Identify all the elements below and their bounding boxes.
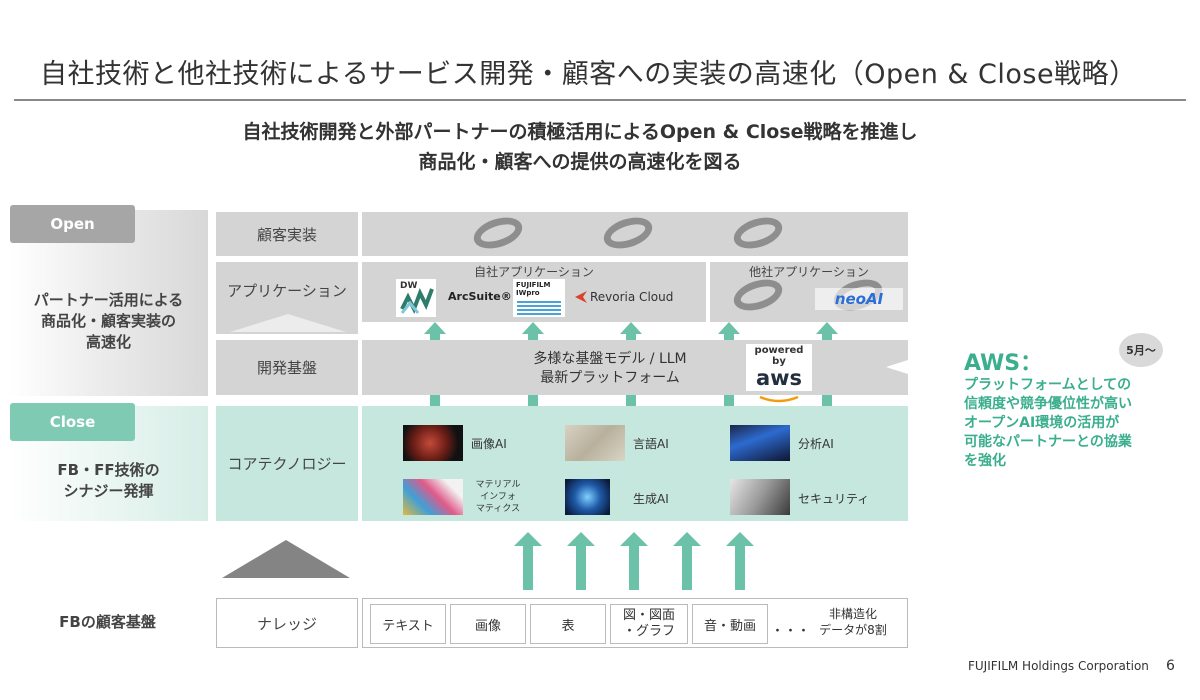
aws-logo: powered by aws bbox=[746, 344, 812, 403]
open-tag: Open bbox=[10, 205, 135, 243]
row-label-core-tech: コアテクノロジー bbox=[216, 406, 358, 521]
customer-impl-row bbox=[362, 212, 908, 256]
connector bbox=[430, 395, 440, 406]
more-dots: ・・・ bbox=[771, 624, 811, 639]
knowledge-up-triangle bbox=[222, 540, 350, 578]
arrow-shaft bbox=[682, 546, 692, 590]
subtitle-line-1: 自社技術開発と外部パートナーの積極活用によるOpen & Close戦略を推進し bbox=[242, 121, 918, 143]
dw-logo-mark bbox=[400, 288, 434, 314]
synergy-text: FB・FF技術の シナジー発揮 bbox=[57, 461, 160, 500]
arcsuite-logo: ArcSuite® bbox=[448, 290, 512, 303]
customer-base-label: FBの顧客基盤 bbox=[59, 613, 156, 631]
generative-ai-label: 生成AI bbox=[633, 492, 669, 506]
platform-line-1: 多様な基盤モデル / LLM bbox=[533, 351, 687, 367]
aws-panel-text: プラットフォームとしての 信頼度や競争優位性が高い オープンAI環境の活用が 可… bbox=[964, 377, 1132, 469]
data-type-audio-video: 音・動画 bbox=[692, 604, 768, 644]
security-thumbnail bbox=[730, 479, 790, 515]
arrow-shaft bbox=[430, 334, 440, 340]
own-apps-label: 自社アプリケーション bbox=[474, 265, 594, 279]
up-arrow-icon bbox=[424, 322, 446, 334]
page-title: 自社技術と他社技術によるサービス開発・顧客への実装の高速化（Open & Clo… bbox=[40, 59, 1137, 90]
connector bbox=[528, 395, 538, 406]
subtitle-line-2: 商品化・顧客への提供の高速化を図る bbox=[418, 151, 742, 173]
materials-thumbnail bbox=[403, 479, 463, 515]
applications-up-triangle bbox=[230, 314, 346, 332]
data-type-table: 表 bbox=[530, 604, 606, 644]
up-arrow-icon bbox=[718, 322, 740, 334]
arrow-shaft bbox=[735, 546, 745, 590]
arrow-shaft bbox=[576, 546, 586, 590]
language-ai-thumbnail bbox=[565, 425, 625, 461]
revoria-logo-text: Revoria Cloud bbox=[590, 290, 674, 304]
row-text-customer-impl: 顧客実装 bbox=[256, 225, 317, 244]
image-ai-thumbnail bbox=[403, 425, 463, 461]
iwpro-logo: FUJIFILM IWpro bbox=[513, 279, 565, 317]
row-text-knowledge: ナレッジ bbox=[256, 614, 317, 633]
materials-label: マテリアル インフォ マティクス bbox=[475, 480, 521, 514]
security-label: セキュリティ bbox=[798, 492, 870, 506]
other-apps-label: 他社アプリケーション bbox=[749, 265, 869, 279]
arrow-shaft bbox=[528, 334, 538, 340]
row-label-knowledge: ナレッジ bbox=[216, 598, 358, 648]
analysis-ai-thumbnail bbox=[730, 425, 790, 461]
footer-company: FUJIFILM Holdings Corporation bbox=[968, 659, 1149, 673]
unstructured-data-note: 非構造化 データが8割 bbox=[819, 607, 887, 637]
row-text-core-tech: コアテクノロジー bbox=[227, 455, 347, 473]
data-type-image: 画像 bbox=[450, 604, 526, 644]
connector bbox=[626, 395, 636, 406]
row-label-customer-impl: 顧客実装 bbox=[216, 212, 358, 256]
row-label-dev-platform: 開発基盤 bbox=[216, 340, 358, 395]
revoria-mark-icon bbox=[575, 291, 587, 303]
data-type-diagram: 図・図面 ・グラフ bbox=[610, 604, 688, 644]
up-arrow-icon bbox=[567, 532, 595, 546]
arrow-shaft bbox=[523, 546, 533, 590]
page-number: 6 bbox=[1166, 658, 1175, 674]
iwpro-logo-stripes bbox=[517, 301, 561, 315]
aws-smile-icon bbox=[759, 395, 799, 403]
up-arrow-icon bbox=[522, 322, 544, 334]
up-arrow-icon bbox=[816, 322, 838, 334]
aws-powered-by: powered by bbox=[754, 345, 804, 367]
platform-line-2: 最新プラットフォーム bbox=[540, 370, 680, 386]
neoai-logo: neoAI bbox=[815, 288, 903, 310]
data-type-text: テキスト bbox=[370, 604, 446, 644]
up-arrow-icon bbox=[726, 532, 754, 546]
partner-text: パートナー活用による 商品化・顧客実装の 高速化 bbox=[33, 291, 184, 351]
analysis-ai-label: 分析AI bbox=[798, 437, 834, 451]
row-text-applications: アプリケーション bbox=[227, 282, 347, 300]
connector bbox=[724, 395, 734, 406]
up-arrow-icon bbox=[620, 322, 642, 334]
arrow-shaft bbox=[626, 334, 636, 340]
aws-panel-title: AWS： bbox=[964, 351, 1043, 376]
image-ai-label: 画像AI bbox=[471, 437, 507, 451]
up-arrow-icon bbox=[620, 532, 648, 546]
arrow-shaft bbox=[822, 334, 832, 340]
up-arrow-icon bbox=[514, 532, 542, 546]
aws-wordmark: aws bbox=[755, 366, 803, 390]
arrow-shaft bbox=[629, 546, 639, 590]
generative-ai-thumbnail bbox=[565, 479, 610, 515]
close-tag: Close bbox=[10, 403, 135, 441]
revoria-logo: Revoria Cloud bbox=[575, 290, 673, 304]
arrow-shaft bbox=[724, 334, 734, 340]
language-ai-label: 言語AI bbox=[633, 437, 669, 451]
connector bbox=[822, 395, 832, 406]
up-arrow-icon bbox=[673, 532, 701, 546]
dw-logo: DW bbox=[396, 279, 436, 317]
iwpro-logo-text: FUJIFILM IWpro bbox=[516, 281, 551, 297]
dw-logo-text: DW bbox=[400, 281, 418, 291]
date-badge: 5月～ bbox=[1119, 333, 1163, 367]
title-divider bbox=[14, 99, 1186, 101]
row-text-dev-platform: 開発基盤 bbox=[256, 359, 317, 377]
